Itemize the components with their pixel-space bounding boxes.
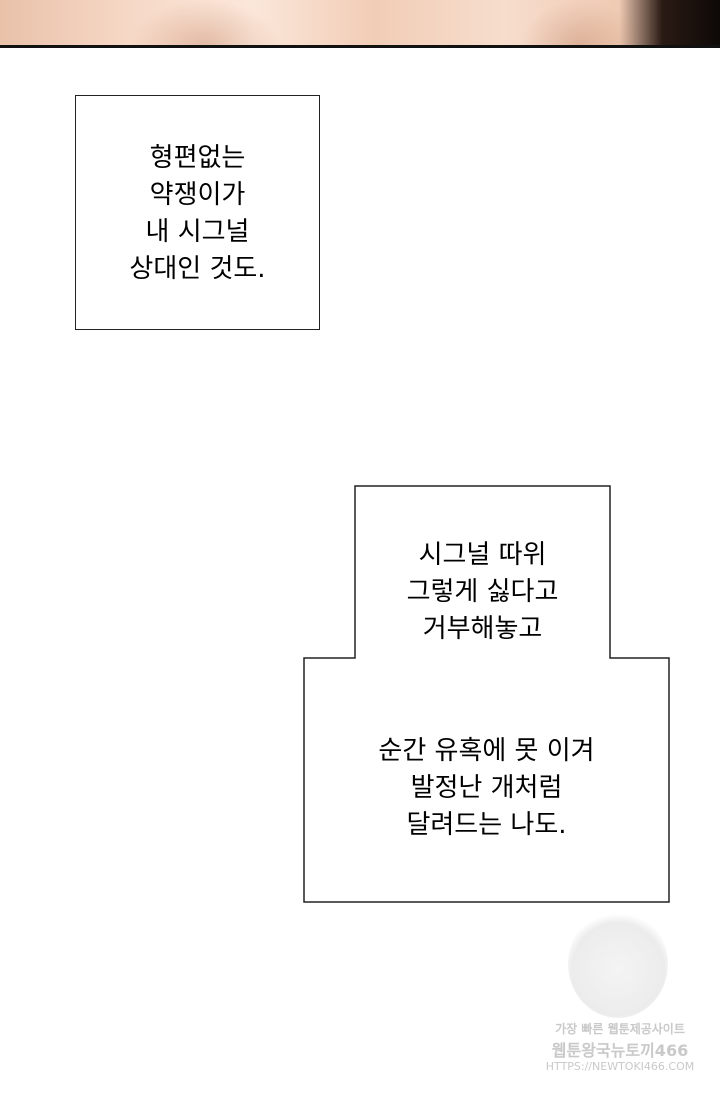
narration-text-2-lower: 순간 유혹에 못 이겨 발정난 개처럼 달려드는 나도. (378, 736, 595, 840)
skin-shading (130, 0, 280, 45)
top-panel-illustration (0, 0, 720, 48)
watermark-line-2: 웹툰왕국뉴토끼466 (551, 1041, 689, 1060)
watermark-url: HTTPS://NEWTOKI466.COM (545, 1060, 695, 1073)
mascot-icon (568, 910, 668, 1018)
narration-text-1: 형편없는 약쟁이가 내 시그널 상대인 것도. (129, 143, 266, 284)
narration-box-1 (75, 95, 320, 330)
site-watermark: 가장 빠른 웹툰제공사이트 웹툰왕국뉴토끼466 HTTPS://NEWTOKI… (540, 910, 700, 1085)
narration-text-2-upper: 시그널 따위 그렇게 싫다고 거부해놓고 (406, 540, 559, 644)
skin-shading (520, 0, 640, 45)
watermark-line-1: 가장 빠른 웹툰제공사이트 (555, 1022, 685, 1036)
